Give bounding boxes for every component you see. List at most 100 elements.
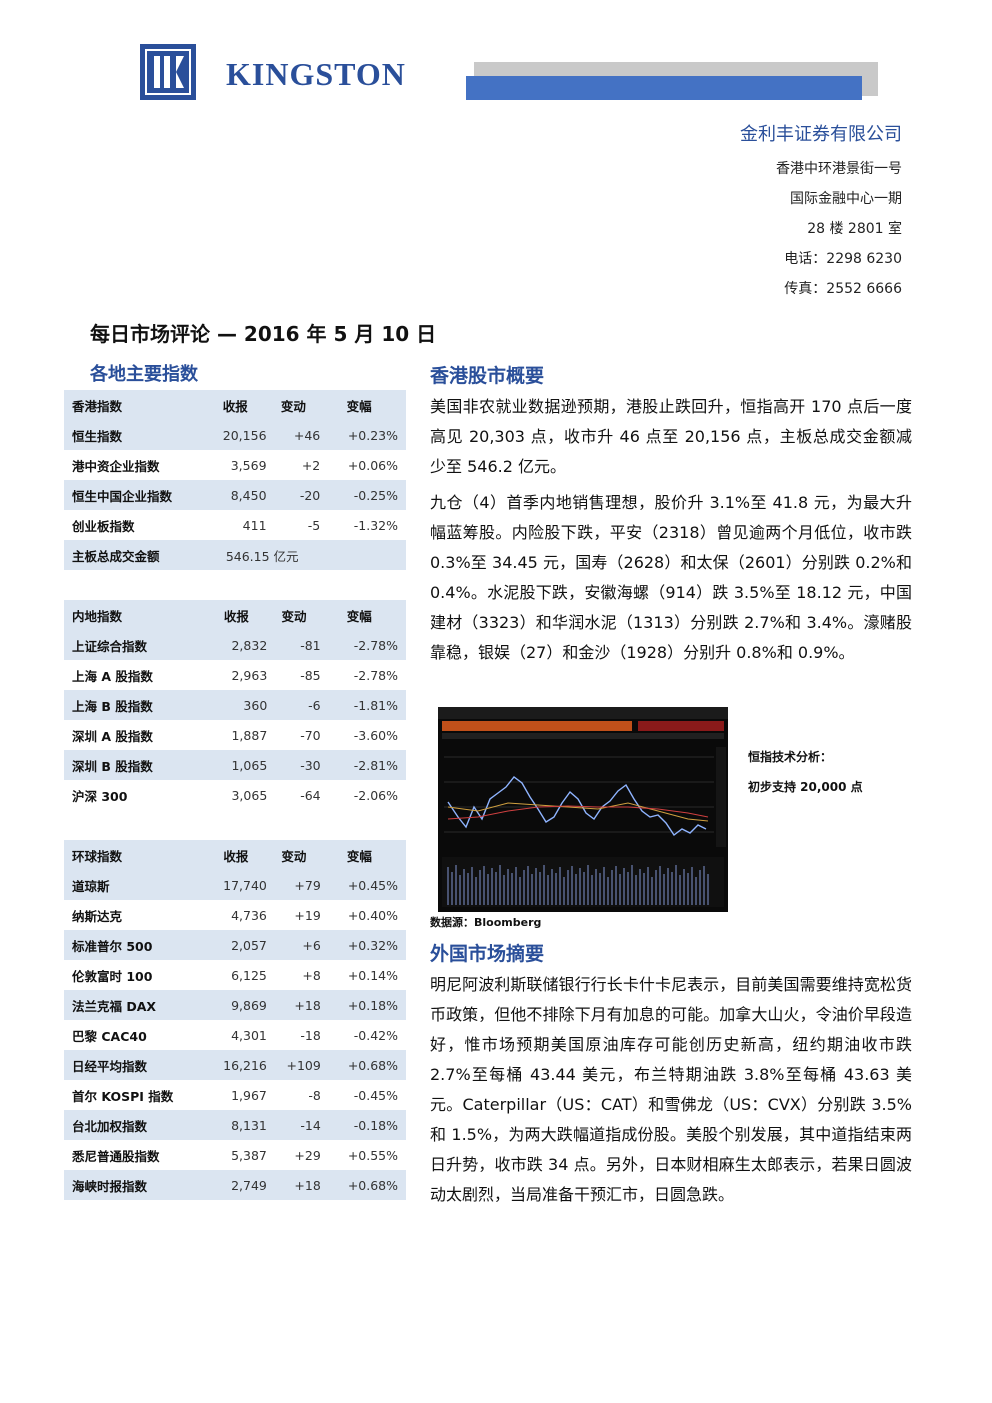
index-close: 411 bbox=[242, 517, 267, 533]
index-change: -5 bbox=[307, 517, 321, 533]
index-close: 4,736 bbox=[231, 907, 267, 923]
chart-note-text: 初步支持 20,000 点 bbox=[748, 780, 863, 794]
global-index-table: 环球指数 收报 变动 变幅 道琼斯 17,740 +79 +0.45% 纳斯达克… bbox=[64, 840, 406, 1200]
table-row: 巴黎 CAC40 4,301 -18 -0.42% bbox=[64, 1020, 406, 1050]
table-row: 上海 B 股指数 360 -6 -1.81% bbox=[64, 690, 406, 720]
index-change: +8 bbox=[302, 967, 321, 983]
index-close: 16,216 bbox=[204, 1050, 267, 1080]
index-name: 首尔 KOSPI 指数 bbox=[72, 1088, 174, 1104]
index-change: -85 bbox=[300, 667, 321, 683]
index-name: 标准普尔 500 bbox=[64, 930, 205, 960]
index-pct: -2.81% bbox=[320, 750, 406, 780]
page-title: 每日市场评论 — 2016 年 5 月 10 日 bbox=[90, 322, 437, 346]
index-pct: +0.40% bbox=[347, 907, 398, 923]
indices-column: 各地主要指数 香港指数 收报 变动 变幅 恒生指数 20,156 +46 +0.… bbox=[64, 360, 406, 1200]
index-change: +46 bbox=[266, 420, 321, 450]
header-cell: 变幅 bbox=[320, 600, 406, 630]
index-name: 上海 B 股指数 bbox=[64, 690, 206, 720]
index-change: -6 bbox=[267, 690, 321, 720]
index-close: 3,065 bbox=[231, 787, 268, 803]
chart-note: 恒指技术分析： 初步支持 20,000 点 bbox=[748, 742, 863, 802]
foreign-market-paragraph: 明尼阿波利斯联储银行行长卡什卡尼表示，目前美国需要维持宽松货币政策，但他不排除下… bbox=[430, 975, 912, 1204]
index-close: 5,387 bbox=[231, 1147, 267, 1163]
table-row: 海峡时报指数 2,749 +18 +0.68% bbox=[64, 1170, 406, 1200]
index-close: 3,569 bbox=[230, 457, 267, 473]
table-row: 纳斯达克 4,736 +19 +0.40% bbox=[64, 900, 406, 930]
table-row: 深圳 B 股指数 1,065 -30 -2.81% bbox=[64, 750, 406, 780]
index-pct: -1.81% bbox=[320, 690, 406, 720]
table-row: 恒生指数 20,156 +46 +0.23% bbox=[64, 420, 406, 450]
commentary-column: 香港股市概要 美国非农就业数据逊预期，港股止跌回升，恒指高开 170 点后一度高… bbox=[430, 360, 912, 674]
table-row: 标准普尔 500 2,057 +6 +0.32% bbox=[64, 930, 406, 960]
table-header-row: 香港指数 收报 变动 变幅 bbox=[64, 390, 406, 420]
kingston-logo bbox=[140, 44, 196, 100]
index-name: 恒生指数 bbox=[64, 420, 205, 450]
table-row: 沪深 300 3,065 -64 -2.06% bbox=[64, 780, 406, 810]
index-close: 1,887 bbox=[231, 727, 268, 743]
index-close: 1,065 bbox=[205, 750, 268, 780]
header-cell: 收报 bbox=[204, 390, 267, 420]
index-change: -70 bbox=[300, 727, 321, 743]
fax: 传真：2552 6666 bbox=[784, 281, 902, 297]
index-pct: -3.60% bbox=[353, 727, 398, 743]
header-cell: 香港指数 bbox=[64, 390, 205, 420]
index-close: 2,749 bbox=[204, 1170, 267, 1200]
hk-market-paragraph-2: 九仓（4）首季内地销售理想，股价升 3.1%至 41.8 元，为最大升幅蓝筹股。… bbox=[430, 493, 912, 662]
table-row: 首尔 KOSPI 指数 1,967 -8 -0.45% bbox=[64, 1080, 406, 1110]
index-name: 上证综合指数 bbox=[64, 630, 206, 660]
phone: 电话：2298 6230 bbox=[784, 251, 902, 267]
header-bar bbox=[466, 76, 862, 100]
index-close: 6,125 bbox=[231, 967, 267, 983]
index-name: 创业板指数 bbox=[72, 518, 135, 534]
turnover-label: 主板总成交金额 bbox=[64, 540, 205, 570]
table-row: 上海 A 股指数 2,963 -85 -2.78% bbox=[64, 660, 406, 690]
company-info: 金利丰证券有限公司 香港中环港景街一号 国际金融中心一期 28 楼 2801 室… bbox=[740, 122, 902, 304]
index-pct: +0.32% bbox=[320, 930, 406, 960]
turnover-value: 546.15 亿元 bbox=[204, 540, 321, 570]
table-row: 港中资企业指数 3,569 +2 +0.06% bbox=[64, 450, 406, 480]
table-row: 悉尼普通股指数 5,387 +29 +0.55% bbox=[64, 1140, 406, 1170]
address-line-1: 香港中环港景街一号 bbox=[776, 161, 902, 177]
index-pct: +0.68% bbox=[320, 1170, 406, 1200]
index-name: 上海 A 股指数 bbox=[72, 668, 153, 684]
index-change: -64 bbox=[300, 787, 321, 803]
index-name: 伦敦富时 100 bbox=[72, 968, 153, 984]
header-cell: 变动 bbox=[266, 840, 321, 870]
index-change: -8 bbox=[308, 1087, 321, 1103]
index-pct: +0.23% bbox=[320, 420, 406, 450]
index-change: +6 bbox=[266, 930, 321, 960]
index-pct: -2.78% bbox=[320, 630, 406, 660]
index-name: 台北加权指数 bbox=[64, 1110, 205, 1140]
index-close: 9,869 bbox=[204, 990, 267, 1020]
table-header-row: 环球指数 收报 变动 变幅 bbox=[64, 840, 406, 870]
mainland-index-table: 内地指数 收报 变动 变幅 上证综合指数 2,832 -81 -2.78% 上海… bbox=[64, 600, 406, 810]
index-name: 法兰克福 DAX bbox=[64, 990, 205, 1020]
index-close: 8,450 bbox=[204, 480, 267, 510]
index-close: 1,967 bbox=[231, 1087, 267, 1103]
index-name: 深圳 A 股指数 bbox=[72, 728, 153, 744]
index-close: 2,832 bbox=[205, 630, 268, 660]
chart-source: 数据源：Bloomberg bbox=[430, 916, 542, 929]
header-cell: 变动 bbox=[267, 600, 321, 630]
index-change: +2 bbox=[301, 457, 321, 473]
index-name: 纳斯达克 bbox=[72, 908, 123, 924]
index-name: 恒生中国企业指数 bbox=[64, 480, 205, 510]
index-change: -20 bbox=[266, 480, 321, 510]
table-row: 日经平均指数 16,216 +109 +0.68% bbox=[64, 1050, 406, 1080]
index-close: 2,057 bbox=[204, 930, 267, 960]
company-name: 金利丰证券有限公司 bbox=[740, 124, 902, 145]
index-pct: +0.06% bbox=[347, 457, 398, 473]
index-change: -30 bbox=[267, 750, 321, 780]
header-cell: 变动 bbox=[266, 390, 321, 420]
table-header-row: 内地指数 收报 变动 变幅 bbox=[64, 600, 406, 630]
index-name: 港中资企业指数 bbox=[72, 458, 160, 474]
index-pct: +0.68% bbox=[320, 1050, 406, 1080]
index-pct: -0.25% bbox=[320, 480, 406, 510]
hk-market-title: 香港股市概要 bbox=[430, 365, 545, 387]
index-change: +79 bbox=[266, 870, 321, 900]
index-pct: -0.42% bbox=[353, 1027, 398, 1043]
index-name: 沪深 300 bbox=[72, 788, 128, 804]
index-name: 悉尼普通股指数 bbox=[72, 1148, 160, 1164]
index-change: +18 bbox=[266, 990, 321, 1020]
table-row: 恒生中国企业指数 8,450 -20 -0.25% bbox=[64, 480, 406, 510]
